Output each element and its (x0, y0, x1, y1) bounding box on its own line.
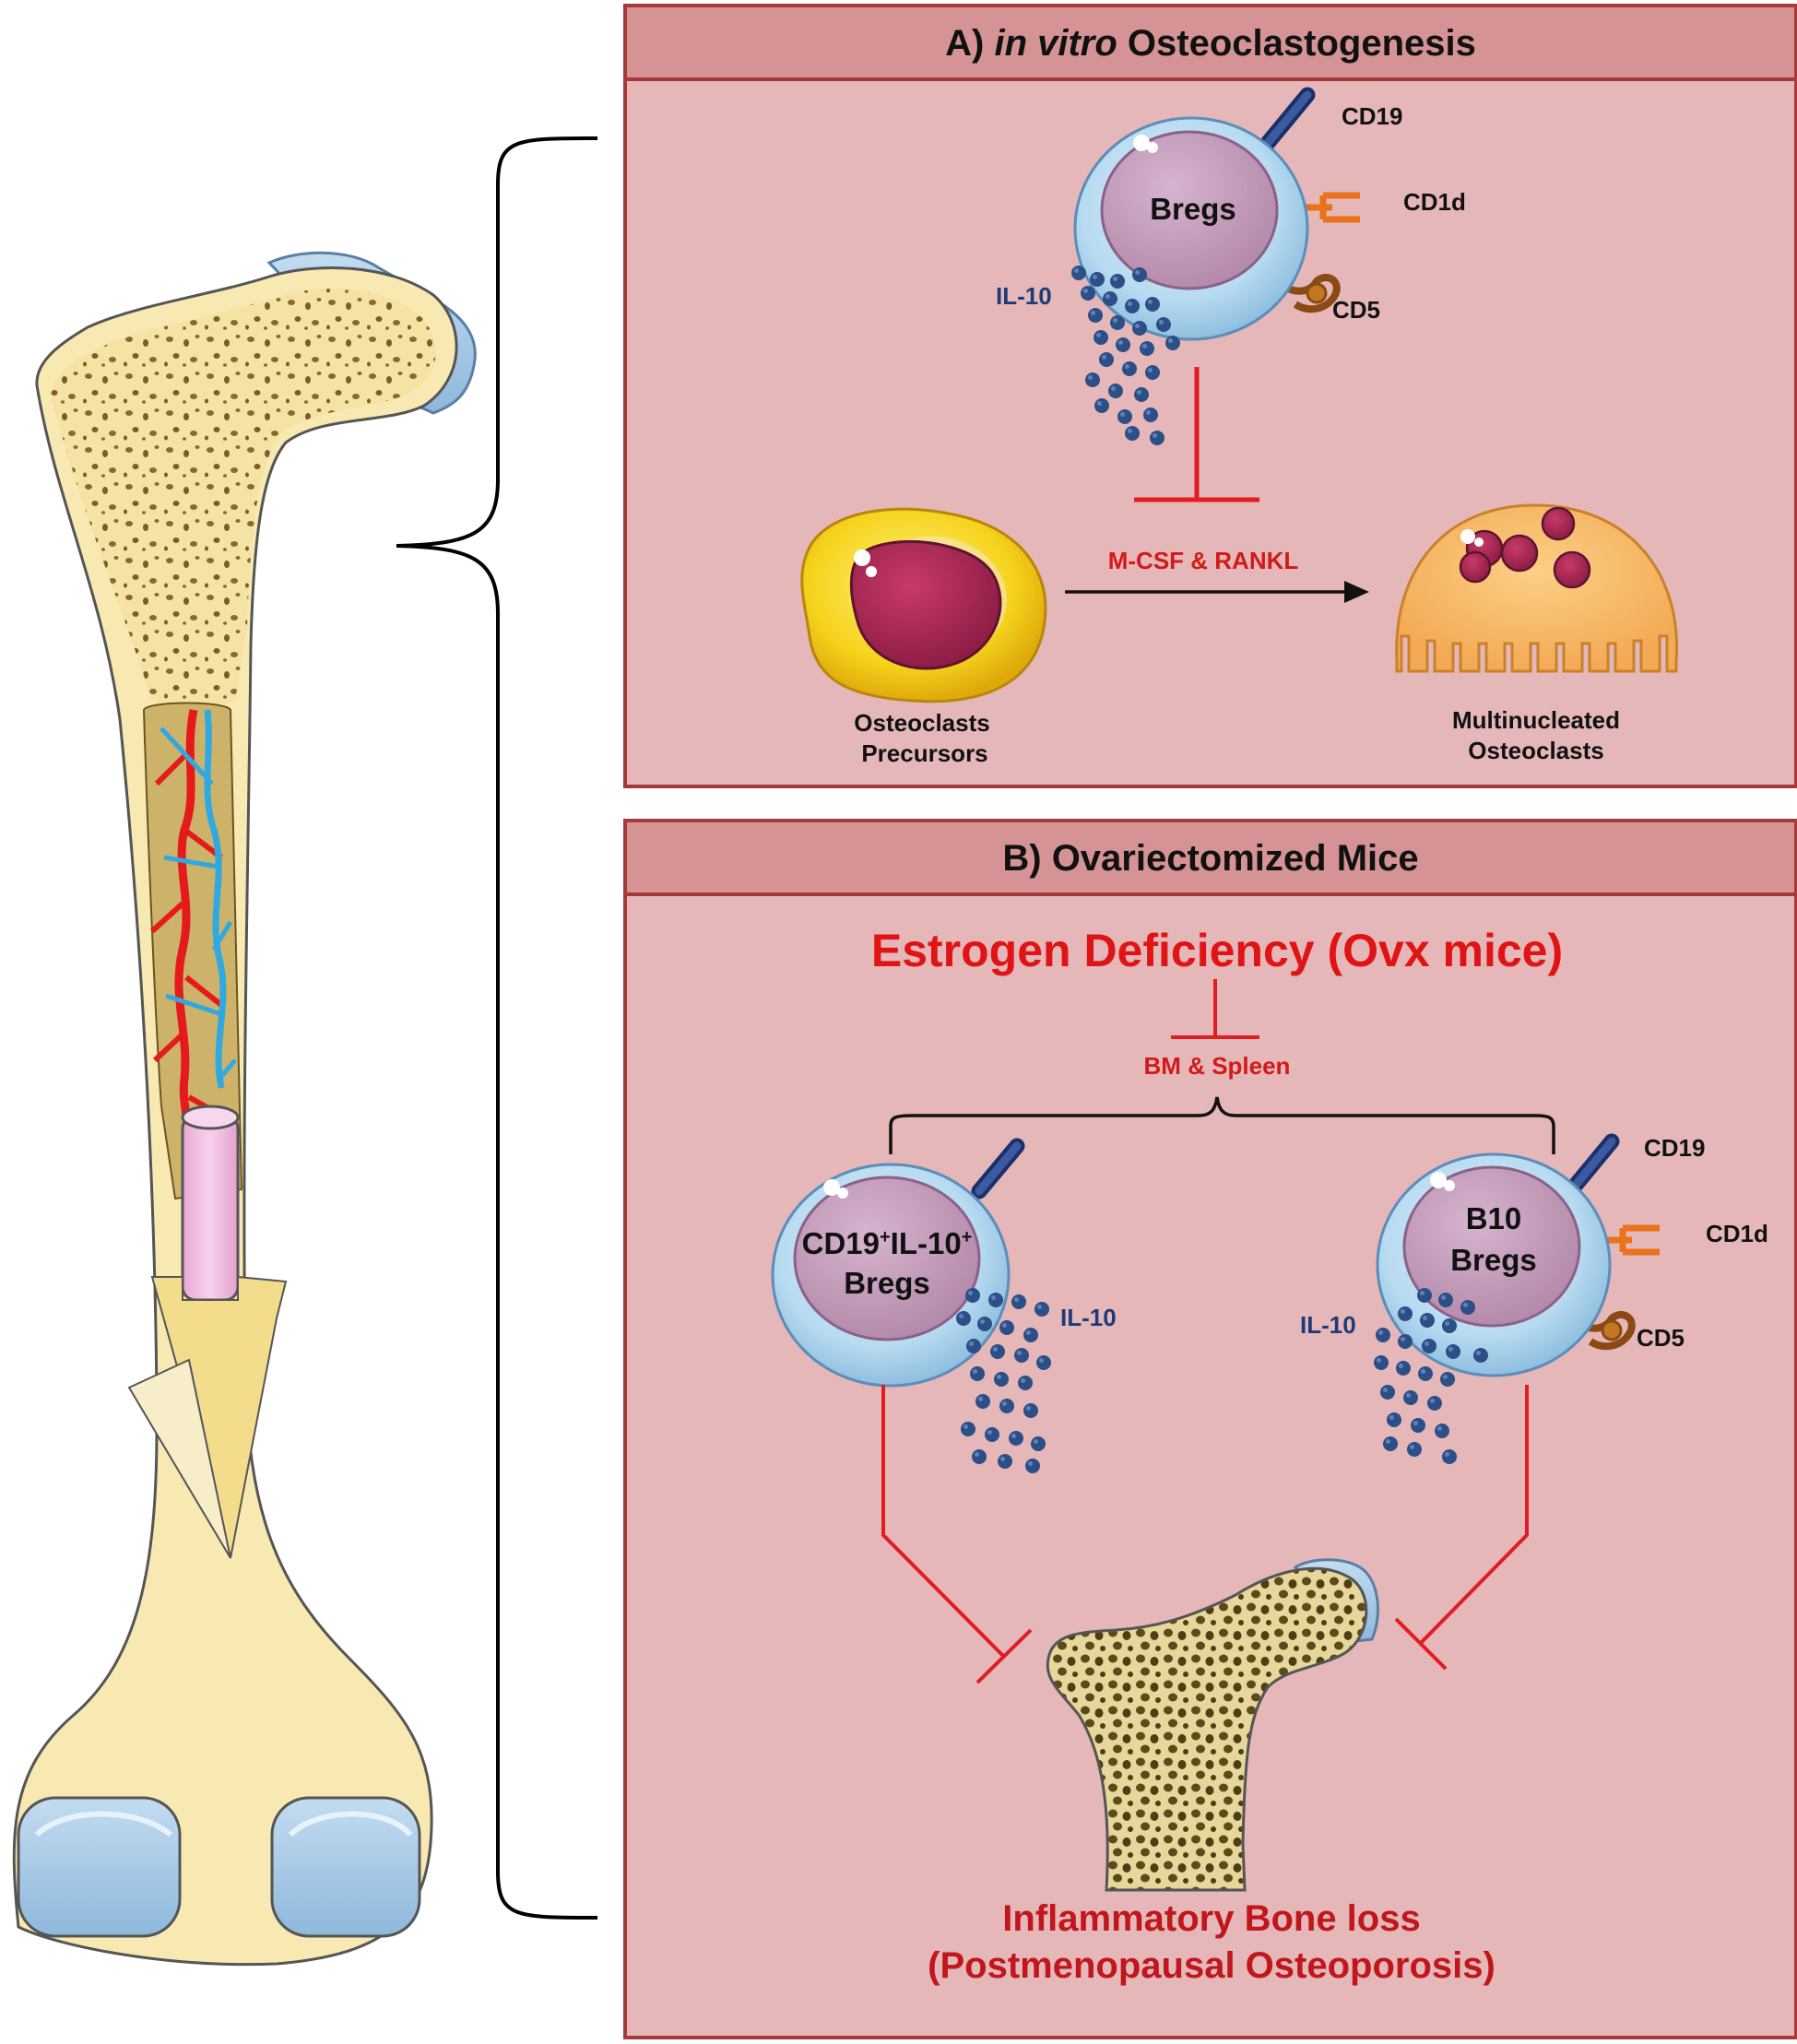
curly-brace-icon (396, 136, 598, 1920)
breg-cell-icon-right: B10 Bregs (1376, 1133, 1660, 1377)
inhibition-bar-icon (1171, 979, 1259, 1039)
bregs-label: Bregs (1150, 192, 1236, 226)
right-marker-cd5-label: CD5 (1637, 1324, 1685, 1352)
inhibition-bar-icon (1134, 367, 1259, 502)
horizontal-brace-icon (889, 1096, 1555, 1154)
panel-b-title: B) Ovariectomized Mice (1002, 838, 1418, 879)
precursor-label-line1: Osteoclasts (854, 709, 989, 737)
femur-bone-illustration (12, 251, 477, 1967)
right-cell-label-line1: B10 (1466, 1201, 1522, 1235)
marker-cd1d-label: CD1d (1403, 188, 1466, 216)
panel-a-title: A) in vitro Osteoclastogenesis (945, 23, 1476, 64)
right-marker-cd19-label: CD19 (1644, 1134, 1705, 1162)
left-cell-label-line1: CD19+IL-10+ (802, 1226, 973, 1260)
osteoclast-label-line2: Osteoclasts (1468, 737, 1603, 764)
estrogen-deficiency-label: Estrogen Deficiency (Ovx mice) (871, 925, 1563, 976)
outcome-label-line1: Inflammatory Bone loss (1002, 1898, 1420, 1939)
marker-cd5-label: CD5 (1332, 296, 1380, 324)
right-marker-cd1d-label: CD1d (1706, 1220, 1768, 1247)
right-il10-label: IL-10 (1300, 1311, 1356, 1339)
left-cell-label-line2: Bregs (844, 1266, 930, 1300)
multinucleated-osteoclast-icon (1395, 503, 1679, 673)
osteoclast-label-line1: Multinucleated (1452, 706, 1620, 734)
precursor-label-line2: Precursors (861, 739, 987, 767)
osteoclast-precursor-icon (800, 507, 1047, 703)
location-label: BM & Spleen (1144, 1052, 1291, 1080)
panel-b: B) Ovariectomized Mice Estrogen Deficien… (623, 819, 1797, 2039)
outcome-label-line2: (Postmenopausal Osteoporosis) (928, 1945, 1496, 1986)
arrow-icon (1065, 581, 1369, 603)
stimulus-label: M-CSF & RANKL (1108, 547, 1299, 574)
left-il10-label: IL-10 (1060, 1304, 1117, 1331)
breg-cell-icon: Bregs (1073, 87, 1360, 341)
breg-cell-icon-left: CD19+IL-10+ Bregs (771, 1138, 1025, 1388)
inhibition-bar-icon (1394, 1385, 1529, 1671)
right-cell-label-line2: Bregs (1450, 1243, 1537, 1277)
il10-label: IL-10 (996, 282, 1052, 310)
panel-a: A) in vitro Osteoclastogenesis Bregs CD1… (623, 4, 1797, 788)
osteoporotic-femur-head-icon (1046, 1558, 1379, 1892)
inhibition-bar-icon (881, 1385, 1033, 1684)
marker-cd19-label: CD19 (1342, 102, 1402, 130)
